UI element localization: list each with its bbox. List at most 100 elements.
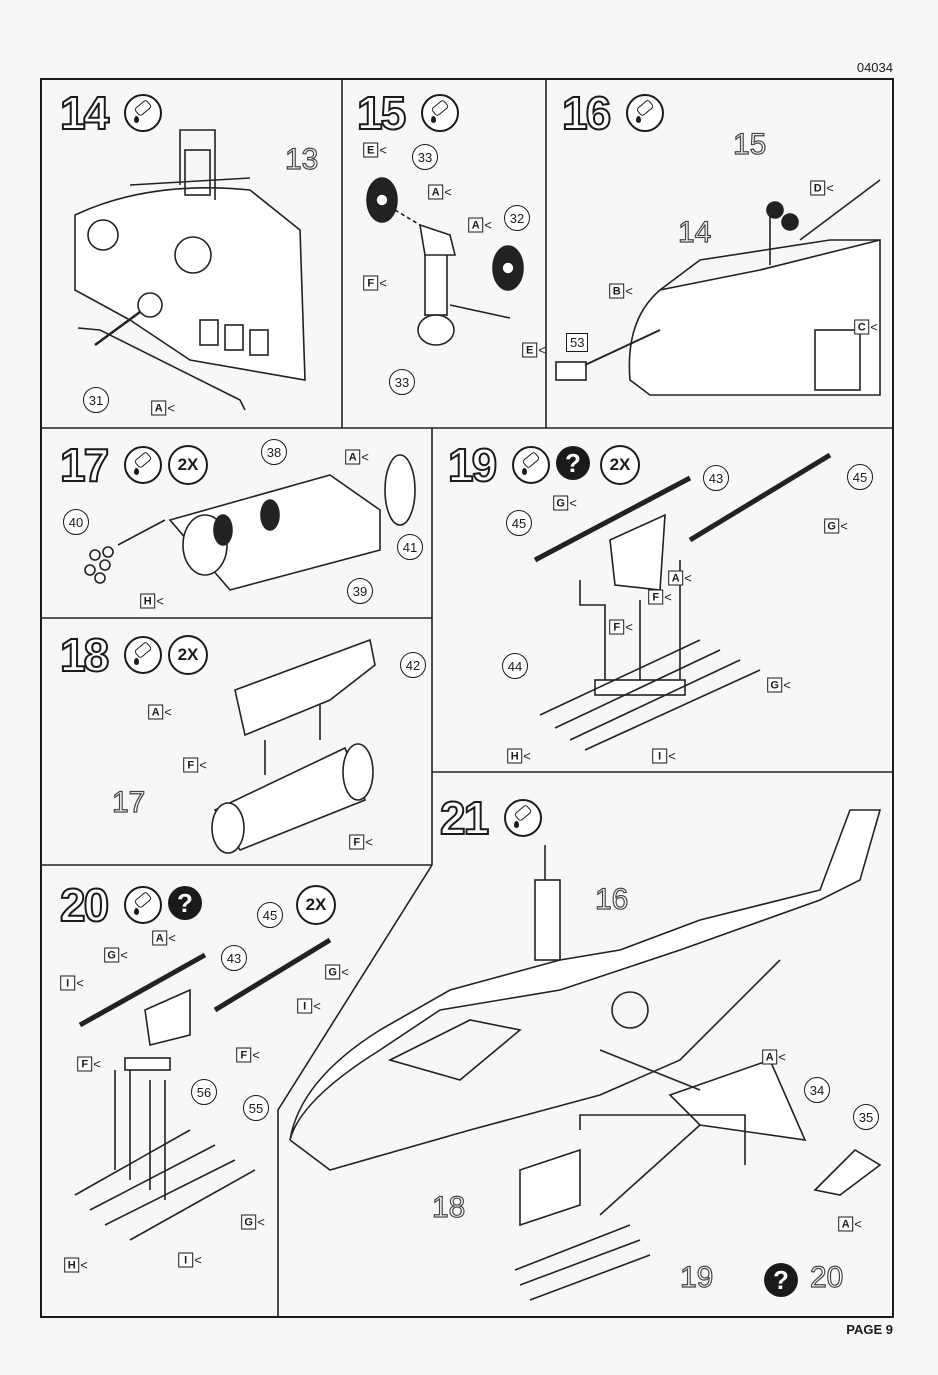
step-number: 15	[356, 87, 407, 139]
flag-arrow-icon: <	[684, 570, 692, 586]
flag-arrow-icon: <	[444, 184, 452, 200]
sprue-letter: H	[507, 748, 523, 764]
part-number-callout: 45	[506, 510, 532, 536]
sprue-letter-flag: A<	[838, 1216, 862, 1232]
sprue-letter: I	[297, 998, 313, 1014]
sprue-letter-flag: G<	[104, 947, 128, 963]
flag-arrow-icon: <	[379, 142, 387, 158]
sprue-letter-flag: F<	[349, 834, 373, 850]
part-number-callout: 41	[397, 534, 423, 560]
flag-arrow-icon: <	[156, 593, 164, 609]
sprue-letter: I	[178, 1252, 194, 1268]
sprue-letter-flag: F<	[77, 1056, 101, 1072]
part-number-callout: 43	[703, 465, 729, 491]
glue-icon	[124, 446, 162, 484]
sprue-letter-flag: I<	[652, 748, 676, 764]
flag-arrow-icon: <	[854, 1216, 862, 1232]
sprue-letter-flag: I<	[60, 975, 84, 991]
flag-arrow-icon: <	[167, 400, 175, 416]
sprue-letter-flag: G<	[325, 964, 349, 980]
sprue-letter-flag: E<	[522, 342, 546, 358]
part-number-callout: 40	[63, 509, 89, 535]
sprue-letter-flag: A<	[151, 400, 175, 416]
part-number-callout: 34	[804, 1077, 830, 1103]
sprue-letter-flag: C<	[854, 319, 878, 335]
sprue-letter: A	[838, 1216, 854, 1232]
flag-arrow-icon: <	[76, 975, 84, 991]
sprue-letter: F	[648, 589, 664, 605]
part-number-callout: 39	[347, 578, 373, 604]
glue-icon	[124, 636, 162, 674]
sprue-letter: G	[767, 677, 783, 693]
step-number: 16	[561, 87, 612, 139]
sprue-letter-flag: A<	[345, 449, 369, 465]
step-reference: 20	[809, 1261, 844, 1294]
sprue-letter: G	[325, 964, 341, 980]
sprue-letter-flag: G<	[241, 1214, 265, 1230]
step-reference: 13	[284, 143, 319, 176]
glue-icon	[124, 94, 162, 132]
sprue-letter-flag: A<	[428, 184, 452, 200]
flag-arrow-icon: <	[257, 1214, 265, 1230]
sprue-letter: F	[609, 619, 625, 635]
sprue-letter: F	[77, 1056, 93, 1072]
glue-icon	[124, 886, 162, 924]
flag-arrow-icon: <	[365, 834, 373, 850]
glue-icon	[421, 94, 459, 132]
sprue-letter-flag: F<	[609, 619, 633, 635]
part-number-callout: 56	[191, 1079, 217, 1105]
flag-arrow-icon: <	[484, 217, 492, 233]
sprue-letter-flag: A<	[468, 217, 492, 233]
step-reference: 18	[431, 1191, 466, 1224]
flag-arrow-icon: <	[194, 1252, 202, 1268]
sprue-letter: A	[762, 1049, 778, 1065]
sprue-letter-flag: A<	[152, 930, 176, 946]
flag-arrow-icon: <	[783, 677, 791, 693]
flag-arrow-icon: <	[840, 518, 848, 534]
part-number-callout: 45	[257, 902, 283, 928]
sprue-letter-flag: H<	[64, 1257, 88, 1273]
multiplier-badge: 2X	[168, 445, 208, 485]
step-number: 19	[447, 439, 498, 491]
sprue-letter-flag: A<	[762, 1049, 786, 1065]
sprue-letter: A	[148, 704, 164, 720]
multiplier-badge: 2X	[168, 635, 208, 675]
flag-arrow-icon: <	[668, 748, 676, 764]
sprue-letter-flag: F<	[363, 275, 387, 291]
part-number-callout: 42	[400, 652, 426, 678]
sprue-letter-flag: E<	[363, 142, 387, 158]
sprue-letter: A	[468, 217, 484, 233]
flag-arrow-icon: <	[538, 342, 546, 358]
glue-icon	[504, 799, 542, 837]
sprue-letter-flag: I<	[297, 998, 321, 1014]
flag-arrow-icon: <	[199, 757, 207, 773]
sprue-letter: B	[609, 283, 625, 299]
step-reference: 15	[732, 128, 767, 161]
step-number: 18	[59, 629, 110, 681]
flag-arrow-icon: <	[93, 1056, 101, 1072]
step-reference: 17	[111, 786, 146, 819]
flag-arrow-icon: <	[120, 947, 128, 963]
flag-arrow-icon: <	[625, 283, 633, 299]
flag-arrow-icon: <	[361, 449, 369, 465]
outer-frame	[40, 78, 894, 1318]
page-number: PAGE 9	[846, 1322, 893, 1337]
sprue-letter-flag: B<	[609, 283, 633, 299]
step-number: 14	[59, 87, 110, 139]
part-number-callout: 35	[853, 1104, 879, 1130]
flag-arrow-icon: <	[80, 1257, 88, 1273]
sprue-letter: C	[854, 319, 870, 335]
sprue-letter-flag: G<	[767, 677, 791, 693]
part-number-callout: 38	[261, 439, 287, 465]
flag-arrow-icon: <	[778, 1049, 786, 1065]
part-number-callout: 33	[389, 369, 415, 395]
question-icon: ?	[764, 1263, 798, 1297]
step-reference: 19	[679, 1261, 714, 1294]
multiplier-badge: 2X	[296, 885, 336, 925]
flag-arrow-icon: <	[826, 180, 834, 196]
flag-arrow-icon: <	[164, 704, 172, 720]
question-icon: ?	[168, 886, 202, 920]
glue-icon	[512, 446, 550, 484]
sprue-letter: G	[104, 947, 120, 963]
